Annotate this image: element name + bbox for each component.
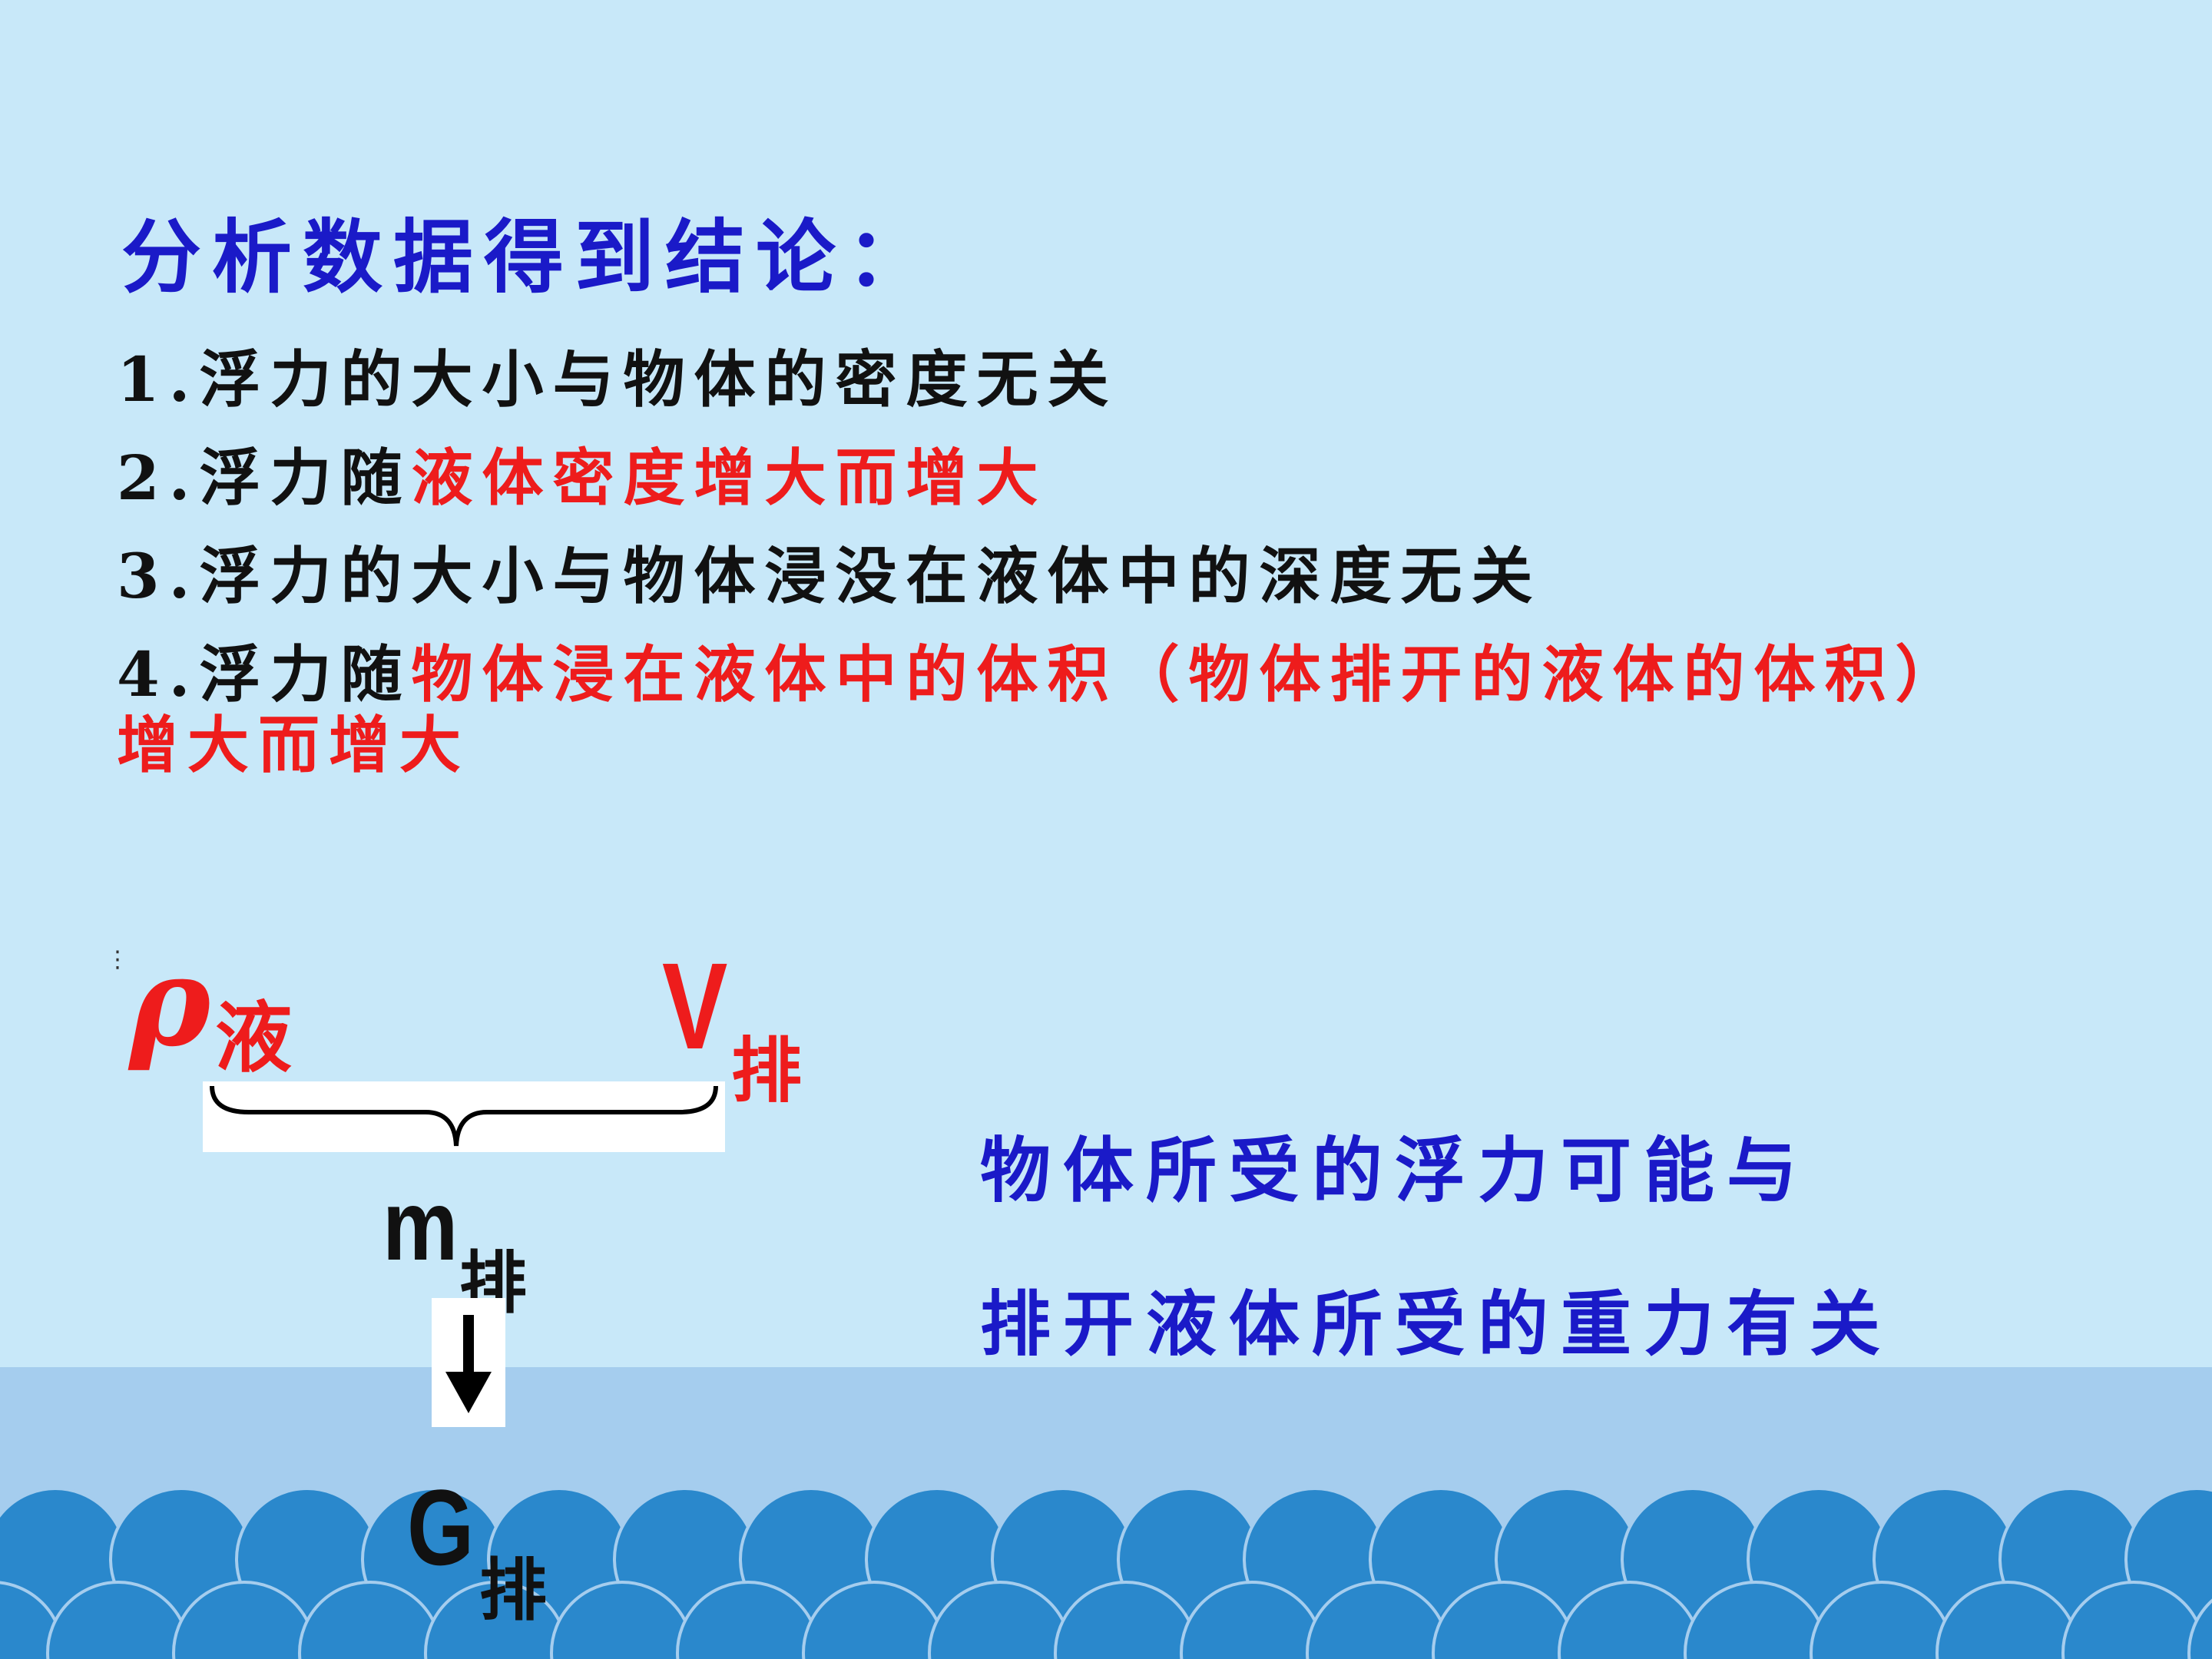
v-symbol: V bbox=[662, 937, 728, 1075]
wave-circle bbox=[2187, 1598, 2212, 1659]
marker-dots: ⋮ bbox=[106, 946, 129, 973]
conclusion-4-continuation: 增大而增大 bbox=[117, 709, 470, 781]
conclusion-text: 浮力的大小与物体浸没在液体中的深度无关 bbox=[199, 540, 1542, 612]
brace-icon bbox=[203, 1081, 725, 1152]
conclusion-number: 4. bbox=[117, 638, 200, 710]
conclusion-1: 1.浮力的大小与物体的密度无关 bbox=[117, 330, 1118, 419]
rho-subscript: 液 bbox=[215, 992, 292, 1083]
conclusion-number: 3. bbox=[117, 540, 200, 612]
conclusion-4: 4.浮力随物体浸在液体中的体积（物体排开的液体的体积） bbox=[117, 625, 1966, 714]
arrow-down-icon bbox=[432, 1298, 505, 1427]
hypothesis-line-2: 排开液体所受的重力有关 bbox=[980, 1283, 1893, 1366]
conclusion-text: 浮力随 bbox=[199, 638, 412, 710]
hypothesis-line-1: 物体所受的浮力可能与 bbox=[980, 1129, 1810, 1212]
conclusion-number: 1. bbox=[117, 343, 200, 416]
page-title: 分析数据得到结论： bbox=[121, 210, 938, 304]
rho-symbol: ρ bbox=[129, 929, 211, 1074]
conclusion-highlight: 液体密度增大而增大 bbox=[411, 442, 1048, 514]
wave-decoration bbox=[0, 1367, 2212, 1659]
conclusion-number: 2. bbox=[117, 442, 200, 514]
conclusion-text: 浮力的大小与物体的密度无关 bbox=[199, 343, 1118, 416]
conclusion-highlight: 物体浸在液体中的体积（物体排开的液体的体积） bbox=[411, 638, 1966, 710]
conclusion-3: 3.浮力的大小与物体浸没在液体中的深度无关 bbox=[117, 527, 1542, 616]
g-subscript: 排 bbox=[479, 1550, 548, 1630]
m-symbol: m bbox=[382, 1169, 459, 1281]
g-symbol: G bbox=[407, 1467, 475, 1588]
conclusion-2: 2.浮力随液体密度增大而增大 bbox=[117, 429, 1048, 518]
conclusion-text: 浮力随 bbox=[199, 442, 412, 514]
v-subscript: 排 bbox=[731, 1029, 803, 1112]
